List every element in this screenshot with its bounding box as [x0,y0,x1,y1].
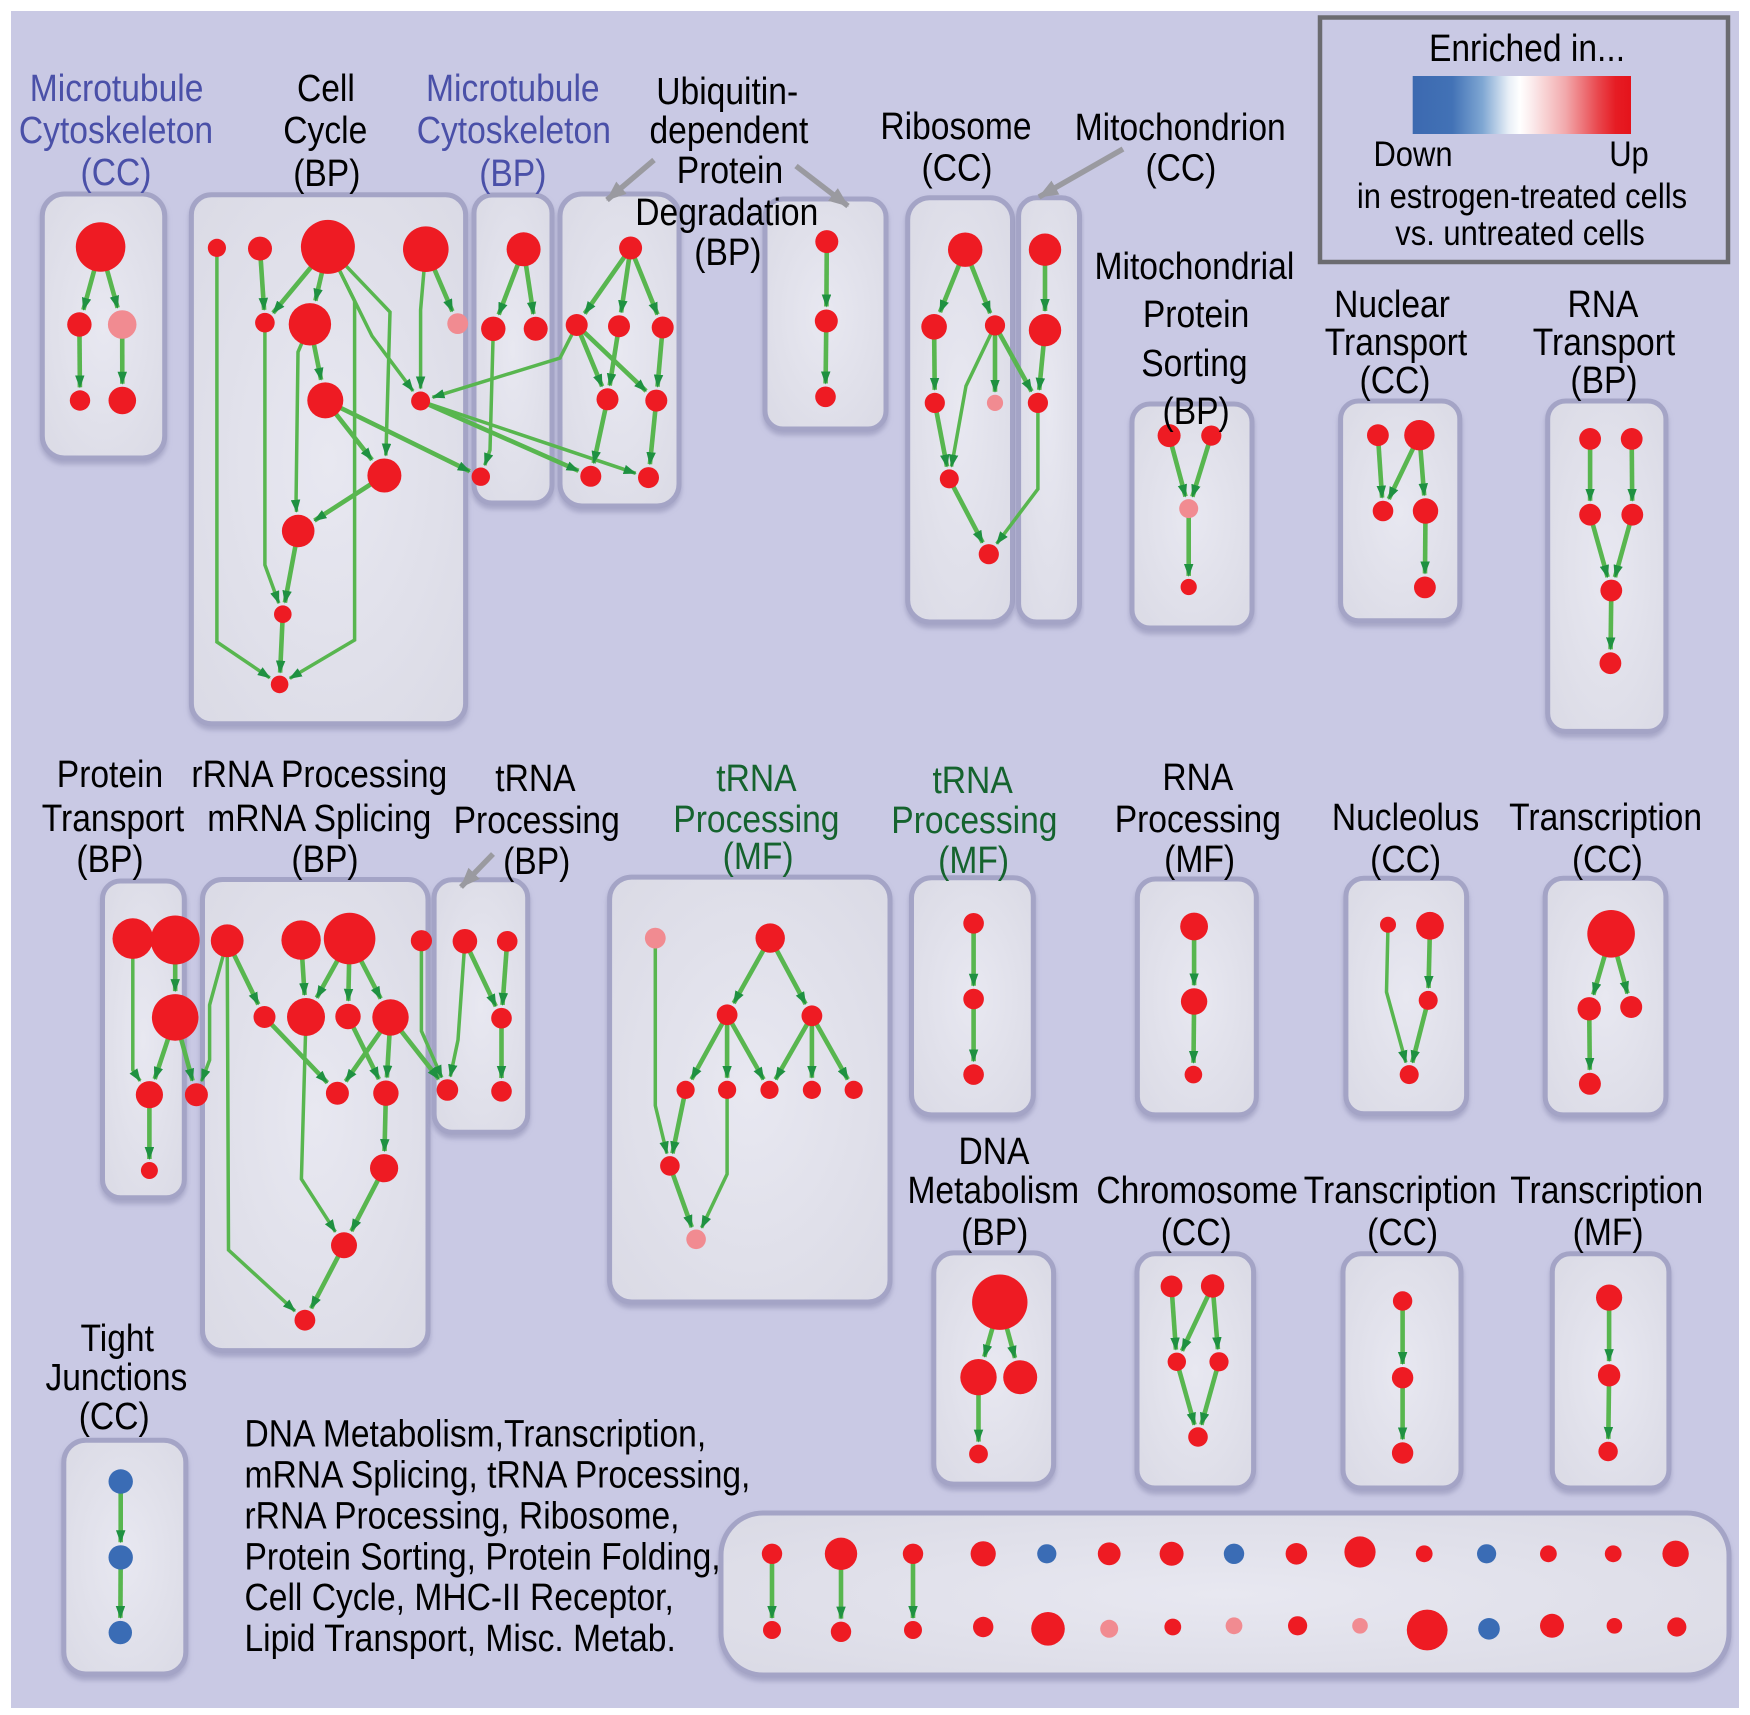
svg-text:(BP): (BP) [1570,360,1637,402]
svg-text:Protein: Protein [1143,294,1249,336]
svg-text:Lipid Transport, Misc. Metab.: Lipid Transport, Misc. Metab. [245,1618,676,1660]
svg-text:Junctions: Junctions [45,1357,187,1399]
svg-text:Ribosome: Ribosome [880,106,1031,148]
svg-text:Nucleolus: Nucleolus [1332,797,1480,839]
svg-text:Nuclear: Nuclear [1334,284,1450,326]
svg-text:Degradation: Degradation [635,192,818,234]
svg-text:tRNA: tRNA [932,760,1013,802]
svg-text:RNA: RNA [1568,284,1639,326]
svg-text:Processing: Processing [1115,799,1281,841]
svg-text:(BP): (BP) [293,153,360,195]
svg-text:Tight: Tight [81,1318,155,1360]
svg-text:(CC): (CC) [922,148,993,190]
svg-text:Enriched in...: Enriched in... [1429,28,1625,70]
svg-text:Up: Up [1609,135,1649,174]
svg-text:(MF): (MF) [938,840,1009,882]
svg-text:Mitochondrial: Mitochondrial [1095,246,1295,288]
svg-text:Transport: Transport [1533,322,1676,364]
svg-text:in estrogen-treated cells: in estrogen-treated cells [1357,177,1687,216]
svg-text:Mitochondrion: Mitochondrion [1075,107,1286,149]
svg-text:(BP): (BP) [503,841,570,883]
svg-text:Down: Down [1373,135,1452,174]
svg-text:(BP): (BP) [76,839,143,881]
svg-text:tRNA: tRNA [495,758,576,800]
svg-text:mRNA Splicing: mRNA Splicing [207,798,431,840]
svg-text:(MF): (MF) [1573,1212,1644,1254]
svg-text:Transcription: Transcription [1509,797,1702,839]
svg-text:DNA Metabolism,Transcription,: DNA Metabolism,Transcription, [245,1414,707,1456]
svg-text:Sorting: Sorting [1141,343,1247,385]
svg-text:(BP): (BP) [479,153,546,195]
svg-text:Cytoskeleton: Cytoskeleton [417,110,611,152]
svg-text:rRNA Processing, Ribosome,: rRNA Processing, Ribosome, [245,1495,680,1537]
svg-text:rRNA Processing: rRNA Processing [191,754,447,796]
svg-text:(CC): (CC) [1367,1212,1438,1254]
svg-text:(CC): (CC) [1360,360,1431,402]
svg-text:Microtubule: Microtubule [30,68,204,110]
svg-text:tRNA: tRNA [716,758,797,800]
svg-text:(MF): (MF) [723,836,794,878]
svg-text:Cell: Cell [297,68,355,110]
svg-text:(CC): (CC) [1572,839,1643,881]
svg-text:(CC): (CC) [1145,148,1216,190]
svg-text:(CC): (CC) [1161,1212,1232,1254]
svg-text:Cytoskeleton: Cytoskeleton [19,110,213,152]
svg-text:(CC): (CC) [79,1396,150,1438]
svg-text:Chromosome: Chromosome [1096,1170,1298,1212]
svg-text:Protein: Protein [57,754,163,796]
svg-text:(BP): (BP) [291,839,358,881]
svg-text:Cell Cycle, MHC-II Receptor,: Cell Cycle, MHC-II Receptor, [245,1577,674,1619]
svg-text:Ubiquitin-: Ubiquitin- [656,71,798,113]
svg-text:Cycle: Cycle [283,110,367,152]
svg-text:Processing: Processing [673,799,839,841]
svg-text:Protein: Protein [677,150,783,192]
svg-text:Protein Sorting, Protein Foldi: Protein Sorting, Protein Folding, [245,1536,721,1578]
svg-text:Processing: Processing [891,800,1057,842]
svg-text:Transcription: Transcription [1304,1170,1497,1212]
svg-text:mRNA Splicing, tRNA Processing: mRNA Splicing, tRNA Processing, [245,1455,751,1497]
svg-text:(BP): (BP) [961,1212,1028,1254]
svg-text:(MF): (MF) [1164,839,1235,881]
svg-text:Microtubule: Microtubule [426,68,600,110]
svg-text:Processing: Processing [454,800,620,842]
svg-text:Transcription: Transcription [1510,1170,1703,1212]
svg-text:dependent: dependent [650,110,809,152]
svg-text:Metabolism: Metabolism [907,1170,1079,1212]
svg-text:(BP): (BP) [694,232,761,274]
svg-text:(CC): (CC) [1370,839,1441,881]
svg-text:(BP): (BP) [1163,391,1230,433]
svg-text:vs. untreated cells: vs. untreated cells [1395,214,1644,253]
svg-text:Transport: Transport [1325,322,1468,364]
svg-text:(CC): (CC) [81,152,152,194]
svg-text:DNA: DNA [959,1131,1030,1173]
svg-text:Transport: Transport [42,798,185,840]
svg-text:RNA: RNA [1162,757,1233,799]
